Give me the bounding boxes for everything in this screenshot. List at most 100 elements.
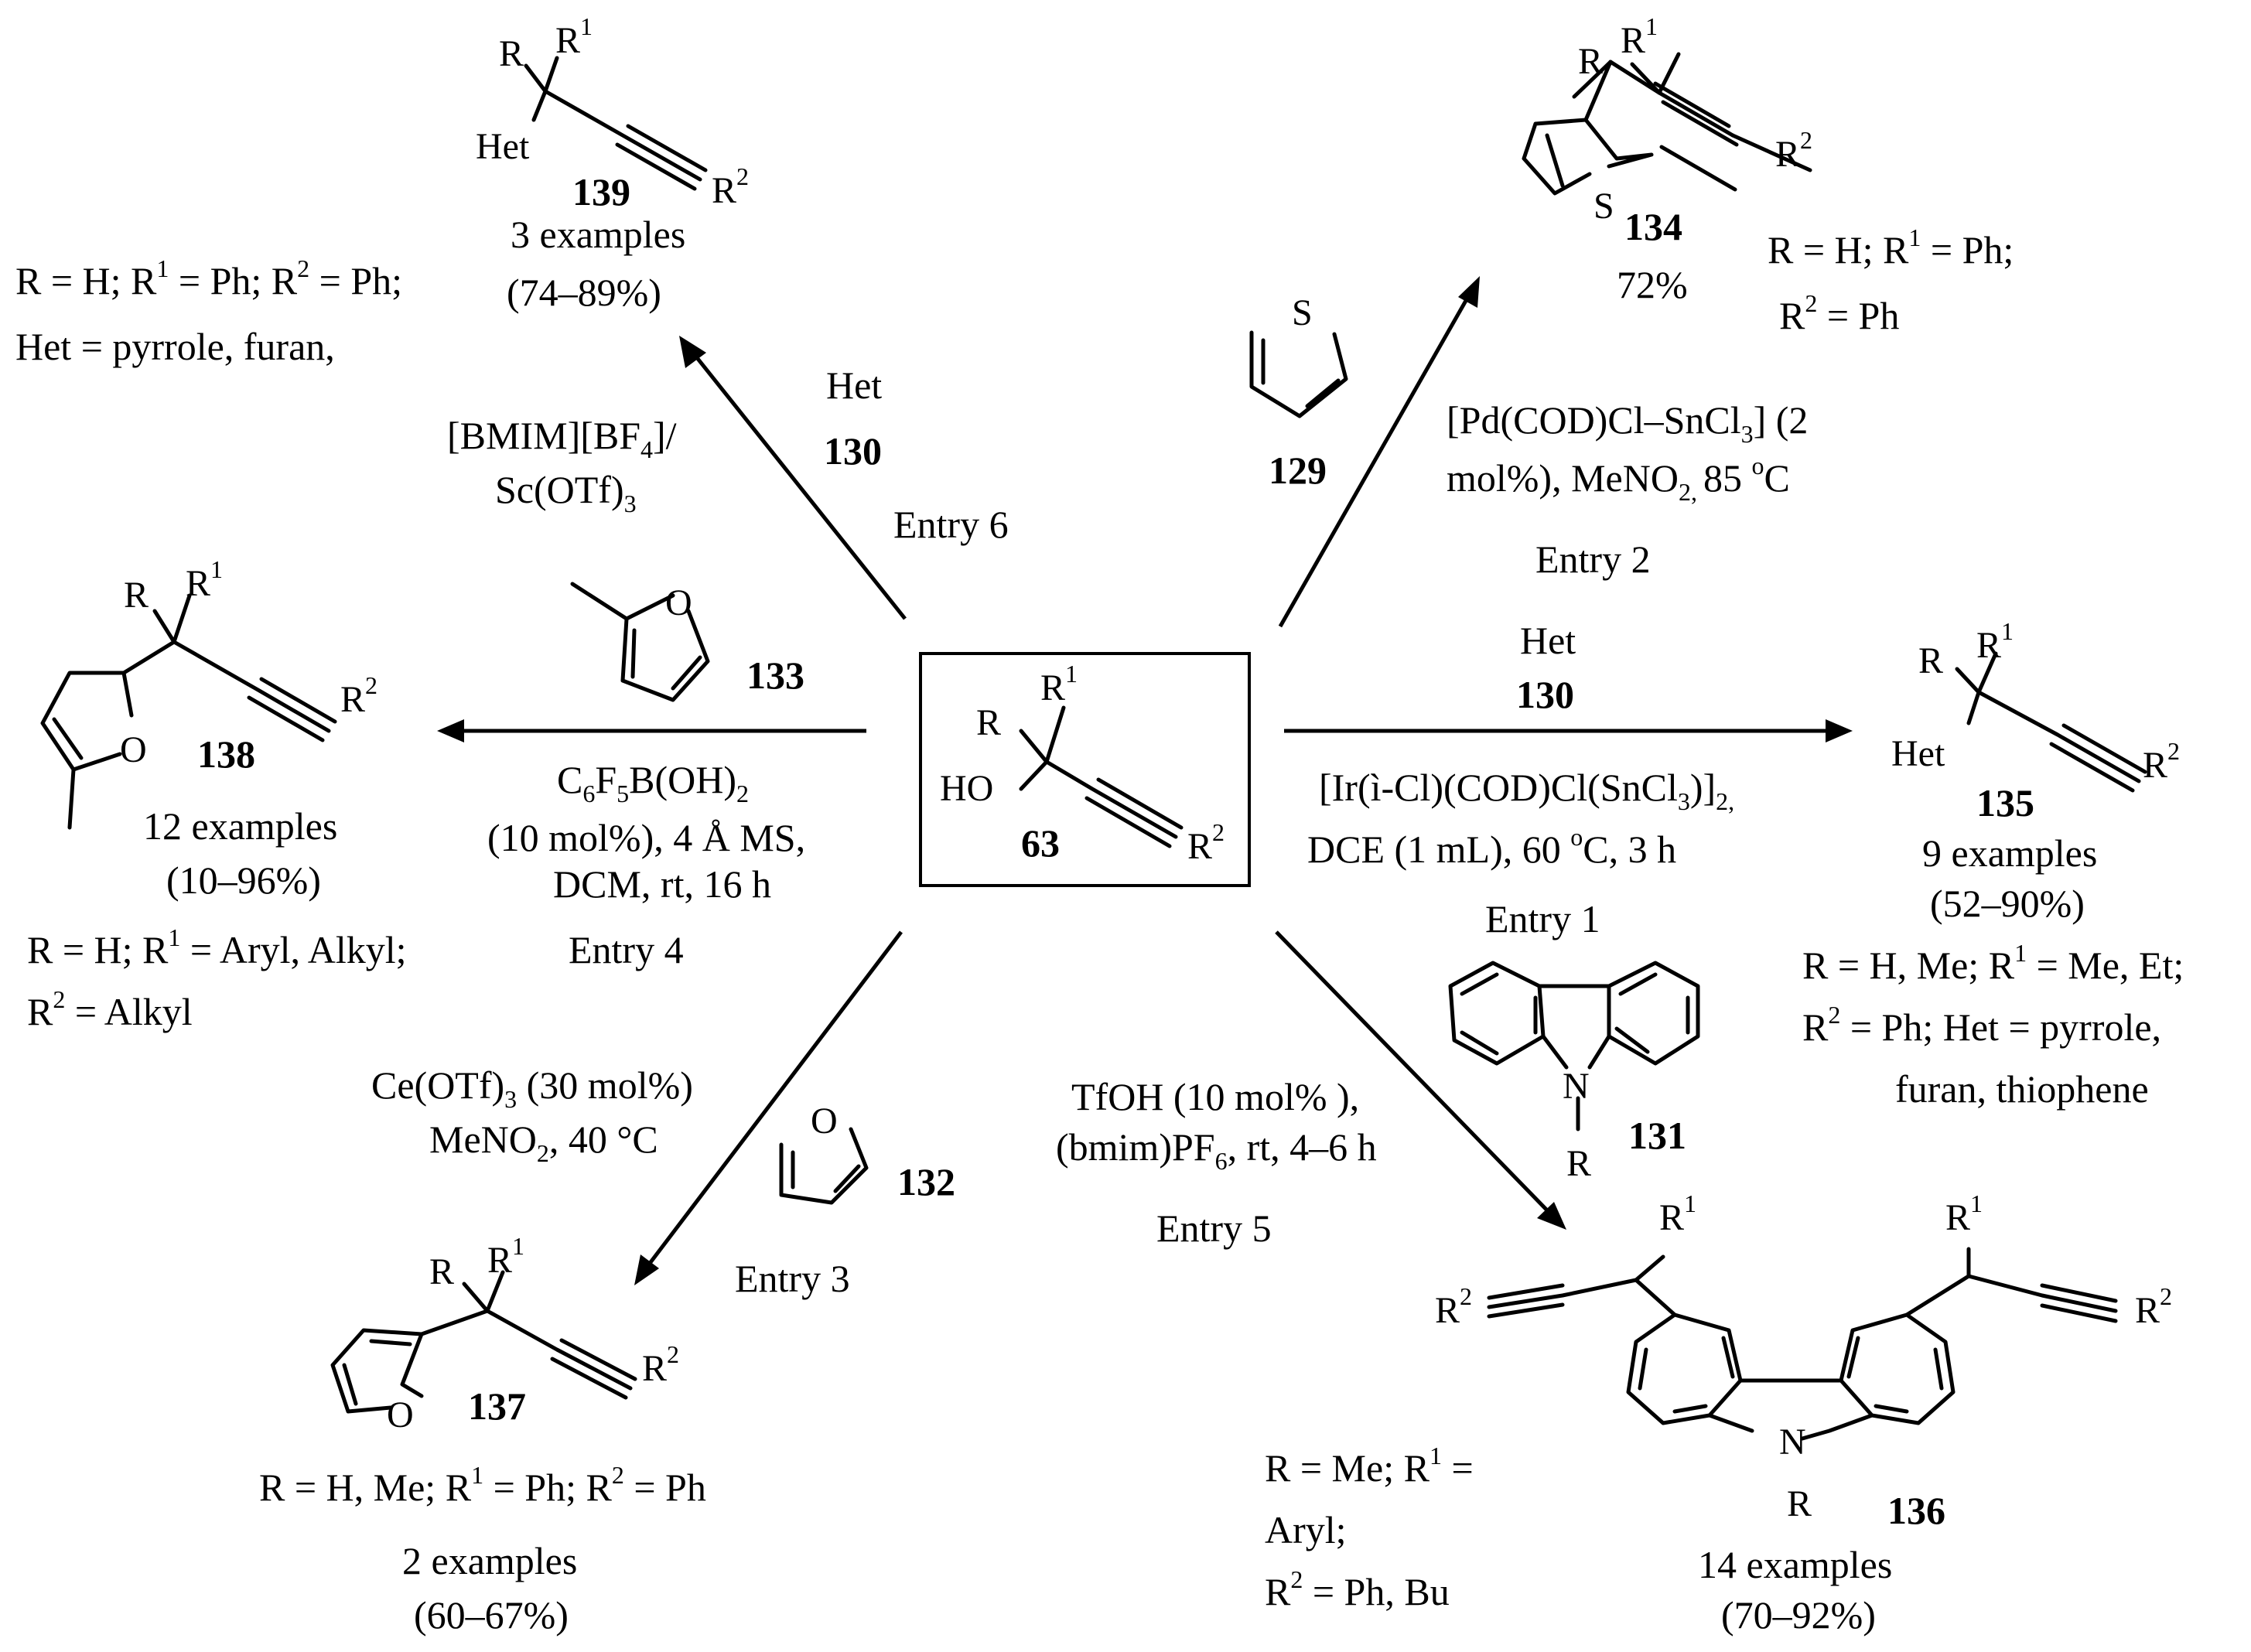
svg-text:O: O [811,1101,838,1142]
svg-text:N: N [1563,1066,1590,1107]
svg-text:Entry 6: Entry 6 [893,503,1009,546]
svg-text:S: S [1292,292,1313,333]
svg-text:Entry 3: Entry 3 [735,1257,850,1300]
svg-text:130: 130 [1516,673,1574,716]
label-135: 135 [1976,781,2034,824]
central-box [919,652,1251,887]
svg-text:Het: Het [1520,619,1576,662]
svg-text:S: S [1593,186,1614,227]
svg-text:C6F5B(OH)2: C6F5B(OH)2 [557,758,749,807]
label-138: 138 [197,732,255,776]
svg-text:Het = pyrrole, furan,: Het = pyrrole, furan, [15,325,335,368]
product-135: R R 1 Het R 2 135 9 examples (52–90%) R … [1802,617,2184,1111]
conditions-entry-2: S 129 [Pd(COD)Cl–SnCl3] (2 mol%), MeNO2,… [1249,292,1808,581]
svg-text:MeNO2, 40 °C: MeNO2, 40 °C [429,1118,658,1167]
svg-text:R2 = Alkyl: R2 = Alkyl [27,985,193,1033]
svg-text:R2 = Ph, Bu: R2 = Ph, Bu [1265,1565,1450,1613]
svg-text:R: R [1918,640,1943,681]
svg-text:Entry 4: Entry 4 [569,928,684,971]
svg-text:O: O [387,1394,414,1435]
svg-text:R: R [976,702,1001,743]
svg-text:O: O [665,582,692,623]
svg-text:1: 1 [1970,1190,1983,1217]
svg-text:R = Me; R1 =: R = Me; R1 = [1265,1442,1474,1490]
svg-text:TfOH (10 mol% ),: TfOH (10 mol% ), [1071,1075,1359,1118]
svg-text:O: O [120,729,147,770]
svg-text:R: R [1566,1143,1591,1184]
svg-text:2: 2 [365,671,377,699]
arrows [437,276,1853,1285]
svg-text:R2 = Ph; Het = pyrrole,: R2 = Ph; Het = pyrrole, [1802,1001,2161,1049]
svg-text:1: 1 [1684,1190,1696,1217]
label-137: 137 [468,1384,526,1428]
svg-text:R = H, Me; R1 = Ph; R2 = Ph: R = H, Me; R1 = Ph; R2 = Ph [259,1461,706,1509]
svg-text:2: 2 [1212,818,1225,846]
svg-text:DCM, rt, 16 h: DCM, rt, 16 h [553,862,771,906]
arrow-to-137 [644,930,903,1270]
svg-text:R: R [2135,1290,2160,1331]
svg-text:2: 2 [736,162,749,190]
svg-text:R: R [1787,1483,1812,1524]
methylfuran-133: O [570,582,710,702]
product-136: N R R 1 R 1 R 2 R 2 136 14 examples (70–… [1265,1190,2172,1637]
compound-63: R R 1 HO R 2 63 [919,652,1251,887]
svg-text:129: 129 [1269,449,1327,492]
svg-text:HO: HO [940,768,993,809]
svg-text:2: 2 [2160,1282,2172,1310]
arrow-to-139 [691,350,907,620]
svg-text:R: R [1659,1197,1684,1238]
arrow-to-136 [1275,930,1552,1216]
svg-text:Ce(OTf)3 (30 mol%): Ce(OTf)3 (30 mol%) [371,1063,693,1113]
svg-text:R = H; R1 = Ph;: R = H; R1 = Ph; [1768,224,2014,271]
label-136: 136 [1887,1489,1945,1532]
svg-text:R = H; R1 = Ph; R2 = Ph;: R = H; R1 = Ph; R2 = Ph; [15,254,402,302]
product-138: R R 1 O R 2 138 12 examples (10–96%) R =… [27,555,407,1033]
svg-text:(74–89%): (74–89%) [507,271,661,314]
svg-text:R: R [487,1240,512,1281]
svg-text:(10 mol%), 4 Å MS,: (10 mol%), 4 Å MS, [487,816,805,859]
svg-text:(bmim)PF6, rt, 4–6 h: (bmim)PF6, rt, 4–6 h [1056,1125,1377,1175]
product-134: R R 1 S R 2 134 72% R = H; R1 = Ph; R2 =… [1522,12,2014,337]
svg-text:Aryl;: Aryl; [1265,1508,1347,1551]
svg-text:R: R [340,679,365,720]
svg-text:Het: Het [826,364,882,407]
furan-132: O [779,1101,869,1205]
svg-text:Het: Het [1891,733,1945,774]
svg-text:(52–90%): (52–90%) [1930,882,2085,925]
svg-text:R: R [499,33,524,74]
svg-text:Entry 2: Entry 2 [1535,538,1651,581]
label-63: 63 [1021,821,1060,865]
svg-text:(70–92%): (70–92%) [1721,1593,1876,1637]
svg-text:2: 2 [1460,1282,1472,1310]
conditions-entry-1: Het 130 [Ir(ì-Cl)(COD)Cl(SnCl3)]2, DCE (… [1307,619,1734,940]
svg-text:9 examples: 9 examples [1922,831,2097,875]
arrow-to-134 [1278,292,1472,628]
svg-text:Het: Het [476,126,530,167]
svg-text:1: 1 [2001,617,2014,645]
svg-text:1: 1 [580,12,593,40]
svg-text:R: R [1578,41,1603,82]
svg-text:3 examples: 3 examples [511,213,685,256]
svg-text:131: 131 [1628,1114,1686,1157]
conditions-entry-5: TfOH (10 mol% ), (bmim)PF6, rt, 4–6 h En… [1056,1075,1377,1250]
svg-text:R: R [1187,826,1212,867]
svg-text:mol%), MeNO2, 85 oC: mol%), MeNO2, 85 oC [1447,452,1790,506]
svg-text:130: 130 [824,429,882,473]
svg-text:R: R [124,575,149,616]
svg-text:R: R [1040,667,1065,708]
svg-text:R: R [186,563,210,604]
svg-text:R: R [1435,1290,1460,1331]
svg-text:furan, thiophene: furan, thiophene [1895,1067,2149,1111]
label-139: 139 [572,170,630,213]
svg-text:R: R [642,1348,667,1389]
carbazole-131: N R 131 [1448,961,1700,1184]
svg-text:1: 1 [210,555,223,583]
product-137: R R 1 O R 2 137 R = H, Me; R1 = Ph; R2 =… [259,1232,706,1637]
svg-text:2 examples: 2 examples [402,1539,577,1582]
thiophene-129: S [1249,292,1348,418]
svg-text:R: R [429,1251,454,1292]
svg-text:R: R [1621,20,1645,61]
conditions-entry-6: Het 130 [BMIM][BF4]/ Sc(OTf)3 Entry 6 [447,364,1009,546]
svg-text:132: 132 [897,1160,955,1203]
